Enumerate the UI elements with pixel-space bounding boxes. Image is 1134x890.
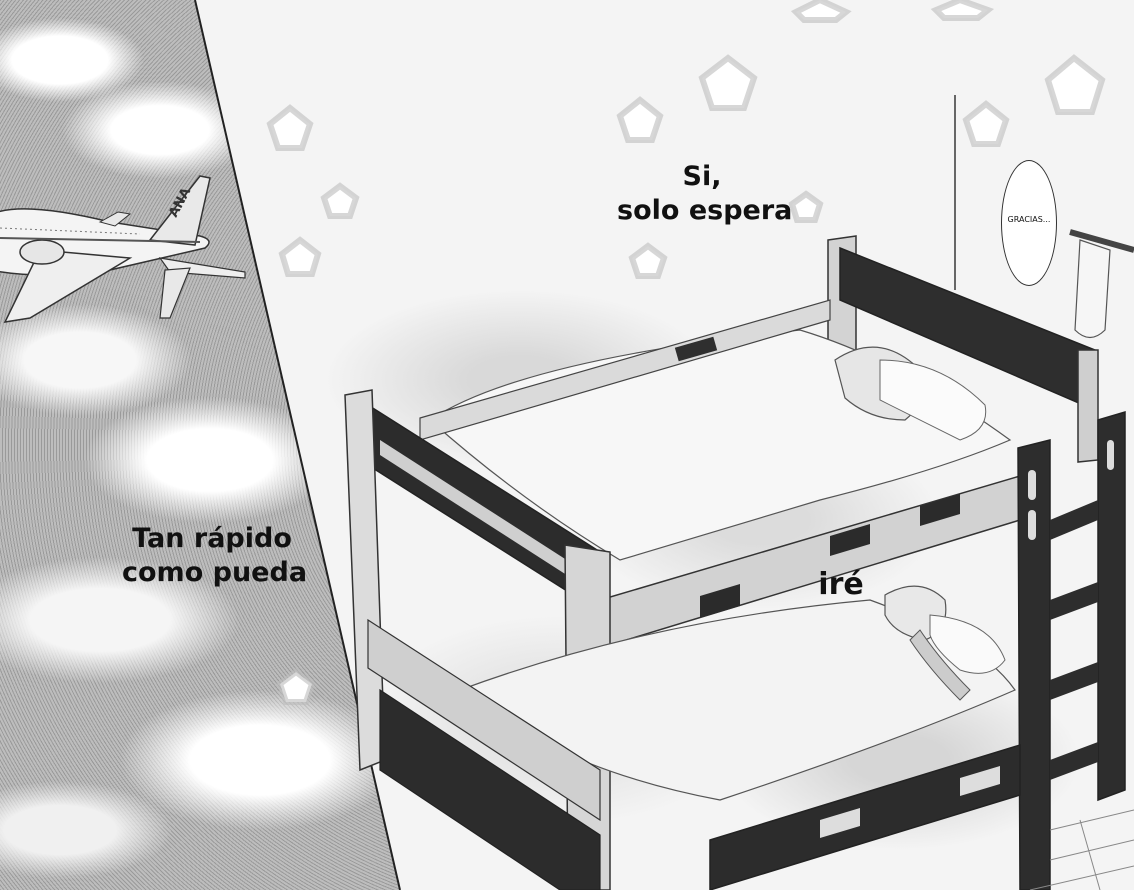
caption-left: Tan rápido como pueda [122, 522, 308, 590]
caption-top: Si, solo espera [617, 160, 793, 228]
caption-left-line2: como pueda [122, 556, 308, 588]
airplane [0, 175, 246, 323]
curtain [1069, 229, 1134, 339]
bunk-bed [344, 235, 1126, 890]
caption-bed: iré [818, 567, 864, 602]
caption-top-line2: solo espera [617, 194, 793, 226]
sparkles [266, 0, 1106, 705]
caption-left-line1: Tan rápido [132, 523, 292, 554]
speech-bubble-text: GRACIAS... [1007, 215, 1051, 224]
speech-bubble [1001, 160, 1057, 286]
floor [1029, 809, 1134, 890]
caption-top-line1: Si, [682, 161, 722, 192]
